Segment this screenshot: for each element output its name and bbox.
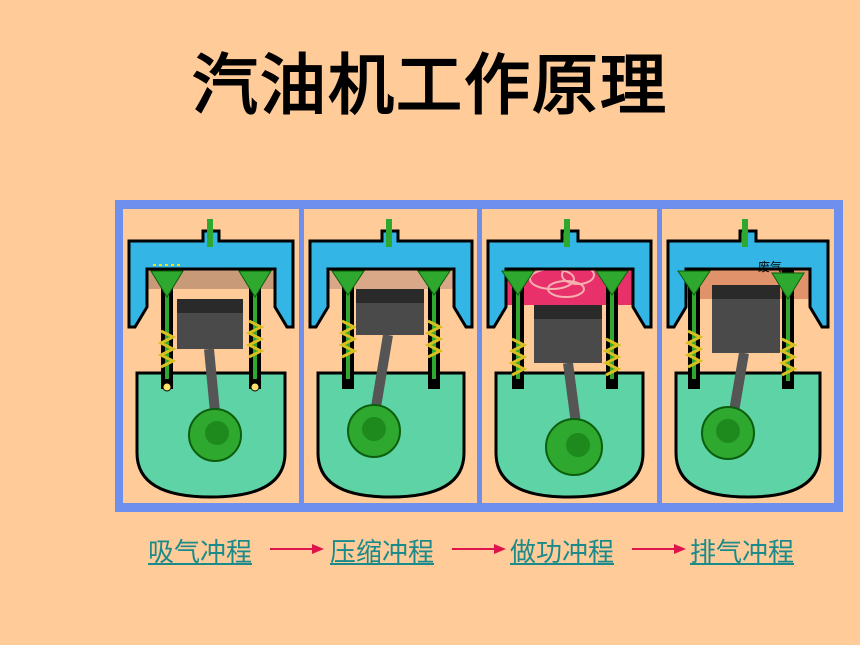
link-intake-stroke[interactable]: 吸气冲程 bbox=[148, 538, 253, 568]
link-power-stroke[interactable]: 做功冲程 bbox=[510, 538, 615, 568]
page-title: 汽油机工作原理 bbox=[192, 47, 668, 124]
exhaust-stroke-diagram: 废气 bbox=[666, 219, 830, 499]
stroke-sequence: 吸气冲程 压缩冲程 做功冲程 排气冲程 bbox=[0, 532, 860, 576]
arrow-right-icon bbox=[632, 544, 686, 554]
compression-stroke-panel bbox=[304, 209, 477, 503]
compression-stroke-diagram bbox=[308, 219, 474, 499]
link-exhaust-stroke[interactable]: 排气冲程 bbox=[690, 538, 795, 568]
arrow-right-icon bbox=[452, 544, 506, 554]
engine-diagram-frame: 废气 bbox=[115, 200, 843, 512]
arrow-right-icon bbox=[270, 544, 324, 554]
intake-stroke-panel bbox=[123, 209, 299, 503]
exhaust-gas-label: 废气 bbox=[758, 259, 782, 274]
power-stroke-diagram bbox=[486, 219, 653, 499]
link-compression-stroke[interactable]: 压缩冲程 bbox=[330, 538, 435, 568]
power-stroke-panel bbox=[482, 209, 657, 503]
intake-stroke-diagram bbox=[127, 219, 295, 499]
exhaust-stroke-panel: 废气 bbox=[662, 209, 834, 503]
